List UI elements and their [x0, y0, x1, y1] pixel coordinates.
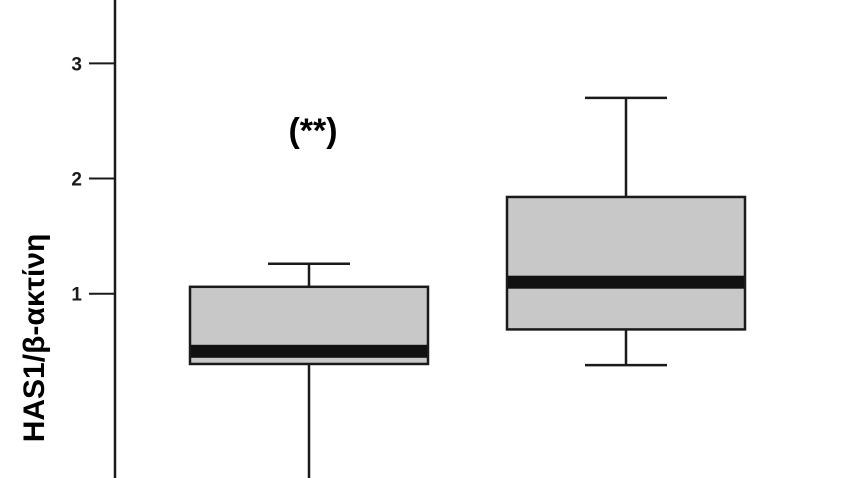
plot-area: (**): [188, 96, 747, 478]
y-axis: 1 2 3: [71, 0, 117, 478]
y-axis-title: HAS1/β-ακτίνη: [18, 234, 51, 443]
box-1: (**): [188, 112, 430, 478]
box-iqr: [505, 195, 747, 331]
y-tick-label: 2: [71, 170, 82, 191]
y-tick-label: 3: [71, 54, 82, 75]
median-line: [191, 344, 427, 358]
median-line: [508, 275, 744, 289]
box-2: [505, 96, 747, 367]
significance-annotation: (**): [288, 112, 337, 150]
y-tick-label: 1: [71, 285, 82, 306]
